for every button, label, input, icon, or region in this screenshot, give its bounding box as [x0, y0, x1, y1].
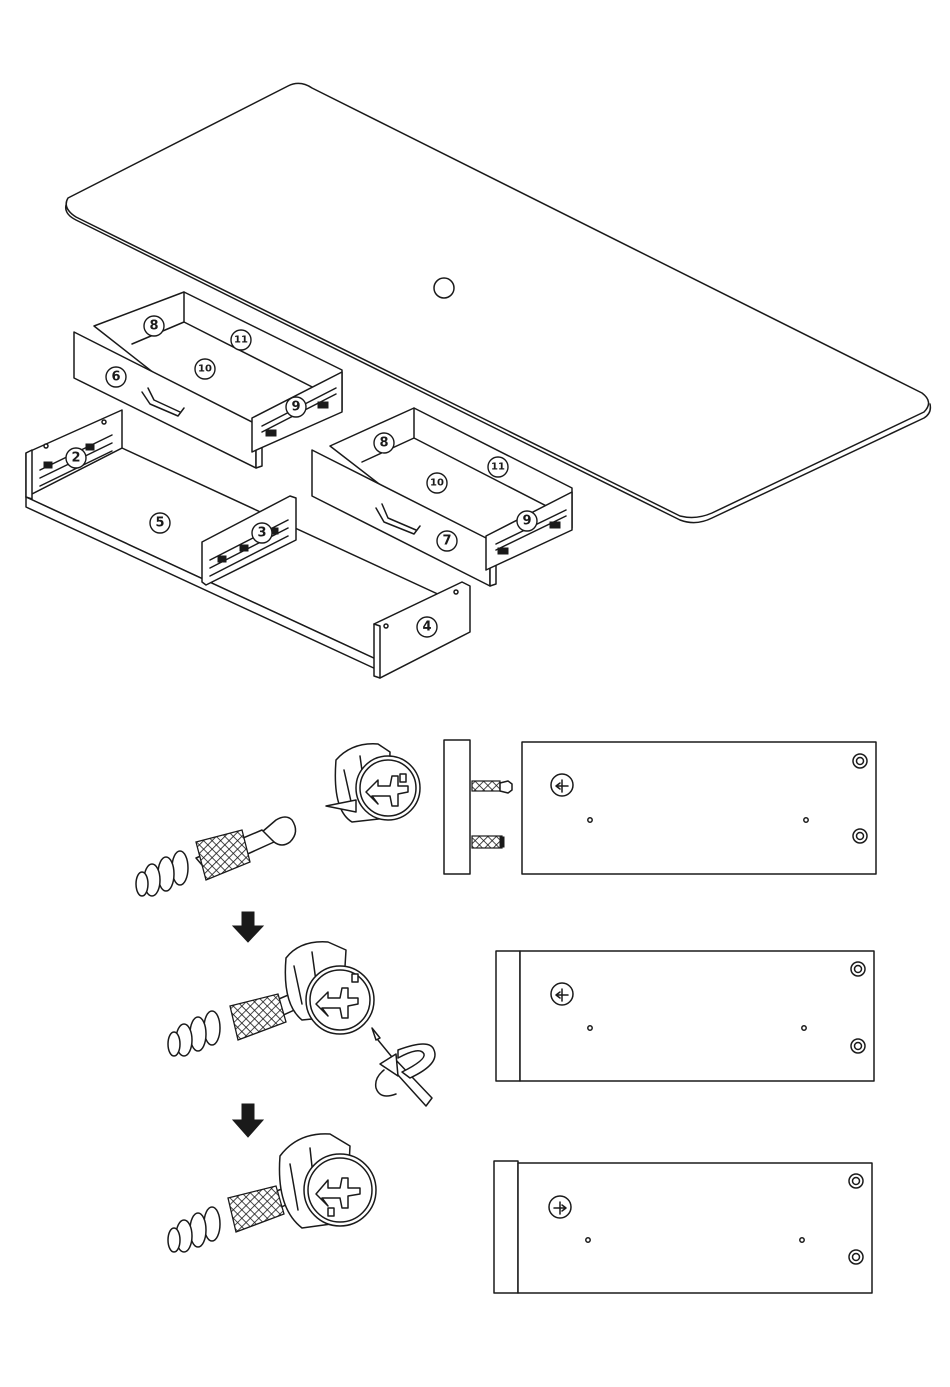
part-number-3: 3: [257, 526, 266, 541]
part-number-9a: 9: [291, 400, 300, 415]
part-badge-2: 2: [66, 448, 86, 468]
part-badge-9b: 9: [517, 511, 537, 531]
part-number-4: 4: [422, 620, 431, 635]
arrow-down-icon: [233, 912, 263, 942]
side-panel-edge-step1: [444, 740, 512, 874]
part-badge-11a: 11: [231, 330, 251, 350]
part-badge-5: 5: [150, 513, 170, 533]
part-number-8a: 8: [149, 319, 158, 334]
part-number-11a: 11: [234, 335, 248, 346]
rotate-arrow-icon: [376, 1044, 435, 1096]
part-badge-8b: 8: [374, 433, 394, 453]
part-badge-10b: 10: [427, 473, 447, 493]
arrow-down-icon: [233, 1104, 263, 1137]
cam-lock-step2: [285, 942, 374, 1034]
part-badge-3: 3: [252, 523, 272, 543]
part-badge-7: 7: [437, 531, 457, 551]
panel-step2: [496, 951, 874, 1081]
part-badge-9a: 9: [286, 397, 306, 417]
panel-step1: [522, 742, 876, 874]
cam-lock-step3: [279, 1134, 376, 1228]
part-badge-4: 4: [417, 617, 437, 637]
cam-bolt-step1: [136, 817, 296, 896]
part-number-7: 7: [442, 534, 451, 549]
panel-step3: [494, 1161, 872, 1293]
part-number-8b: 8: [379, 436, 388, 451]
part-badge-6: 6: [106, 367, 126, 387]
part-badge-8a: 8: [144, 316, 164, 336]
part-number-11b: 11: [491, 462, 505, 473]
part-badge-10a: 10: [195, 359, 215, 379]
part-number-6: 6: [111, 370, 120, 385]
part-number-10a: 10: [198, 364, 212, 375]
cam-lock-step1: [326, 744, 420, 822]
part-number-5: 5: [155, 516, 164, 531]
part-number-10b: 10: [430, 478, 444, 489]
part-number-2: 2: [71, 451, 80, 466]
cable-hole: [434, 278, 454, 298]
part-number-9b: 9: [522, 514, 531, 529]
part-badge-11b: 11: [488, 457, 508, 477]
